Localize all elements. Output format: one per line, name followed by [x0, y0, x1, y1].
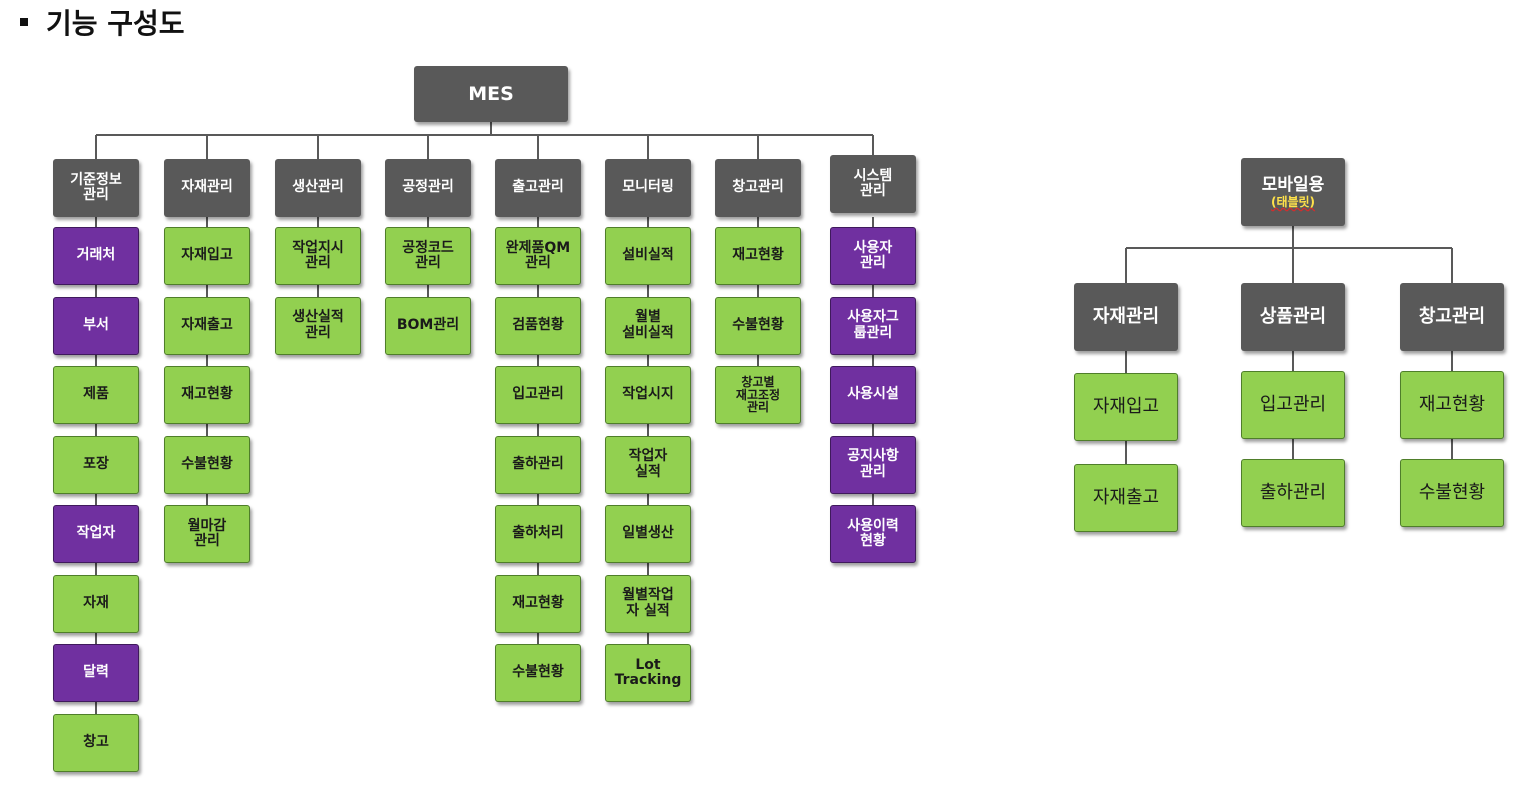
mobile-root-sublabel: (태블릿)	[1270, 195, 1316, 209]
mobile-item-node: 수불현황	[1400, 459, 1504, 527]
mes-item-node: 입고관리	[495, 366, 581, 424]
mobile-item-node: 자재출고	[1074, 464, 1178, 532]
mes-column-header: 시스템 관리	[830, 155, 916, 213]
page-title: 기능 구성도	[20, 2, 185, 42]
mobile-root-label: 모바일용	[1261, 174, 1325, 195]
mes-item-node: 작업시지	[605, 366, 691, 424]
mes-item-node: 재고현황	[715, 227, 801, 285]
mes-item-node: 자재출고	[164, 296, 250, 355]
mes-item-node: 사용시설	[830, 366, 916, 424]
mes-item-node: 재고현황	[495, 574, 581, 633]
mes-item-node: 월마감 관리	[164, 505, 250, 563]
mes-item-node: 포장	[53, 435, 139, 494]
mes-root-node: MES	[414, 66, 568, 122]
mes-item-node: 사용자그 룹관리	[830, 296, 916, 355]
mes-item-node: 수불현황	[164, 435, 250, 494]
mes-item-node: 자재	[53, 574, 139, 633]
mes-item-node: Lot Tracking	[605, 644, 691, 702]
mes-item-node: 창고별 재고조정 관리	[715, 366, 801, 424]
mes-item-node: 월별작업 자 실적	[605, 574, 691, 633]
mes-item-node: 사용자 관리	[830, 227, 916, 285]
mobile-column-header: 자재관리	[1074, 283, 1178, 351]
mobile-root-node: 모바일용(태블릿)	[1241, 158, 1345, 226]
mobile-item-node: 입고관리	[1241, 371, 1345, 439]
mes-item-node: BOM관리	[385, 296, 471, 355]
mes-item-node: 제품	[53, 366, 139, 424]
mes-item-node: 검품현황	[495, 296, 581, 355]
mes-column-header: 기준정보 관리	[53, 159, 139, 217]
mes-item-node: 사용이력 현황	[830, 505, 916, 563]
mes-item-node: 작업지시 관리	[275, 227, 361, 285]
mes-item-node: 수불현황	[715, 296, 801, 355]
mes-column-header: 공정관리	[385, 159, 471, 217]
mes-column-header: 생산관리	[275, 159, 361, 217]
mes-item-node: 재고현황	[164, 366, 250, 424]
mes-item-node: 부서	[53, 296, 139, 355]
mobile-column-header: 창고관리	[1400, 283, 1504, 351]
mes-item-node: 달력	[53, 644, 139, 702]
mobile-item-node: 재고현황	[1400, 371, 1504, 439]
mes-item-node: 창고	[53, 713, 139, 772]
mes-column-header: 창고관리	[715, 159, 801, 217]
mes-item-node: 공정코드 관리	[385, 227, 471, 285]
bullet-icon	[20, 18, 28, 26]
mes-item-node: 작업자	[53, 505, 139, 563]
mes-item-node: 수불현황	[495, 644, 581, 702]
mes-item-node: 월별 설비실적	[605, 296, 691, 355]
mobile-item-node: 자재입고	[1074, 373, 1178, 441]
mes-item-node: 완제품QM 관리	[495, 227, 581, 285]
mes-item-node: 출하처리	[495, 505, 581, 563]
mobile-item-node: 출하관리	[1241, 459, 1345, 527]
mes-item-node: 생산실적 관리	[275, 296, 361, 355]
mes-item-node: 일별생산	[605, 505, 691, 563]
mes-item-node: 설비실적	[605, 227, 691, 285]
mobile-column-header: 상품관리	[1241, 283, 1345, 351]
mes-item-node: 공지사항 관리	[830, 435, 916, 494]
page-title-text: 기능 구성도	[46, 7, 185, 40]
mes-column-header: 출고관리	[495, 159, 581, 217]
mes-column-header: 자재관리	[164, 159, 250, 217]
mes-item-node: 작업자 실적	[605, 435, 691, 494]
mes-item-node: 거래처	[53, 227, 139, 285]
mes-item-node: 자재입고	[164, 227, 250, 285]
mes-column-header: 모니터링	[605, 159, 691, 217]
mes-item-node: 출하관리	[495, 435, 581, 494]
